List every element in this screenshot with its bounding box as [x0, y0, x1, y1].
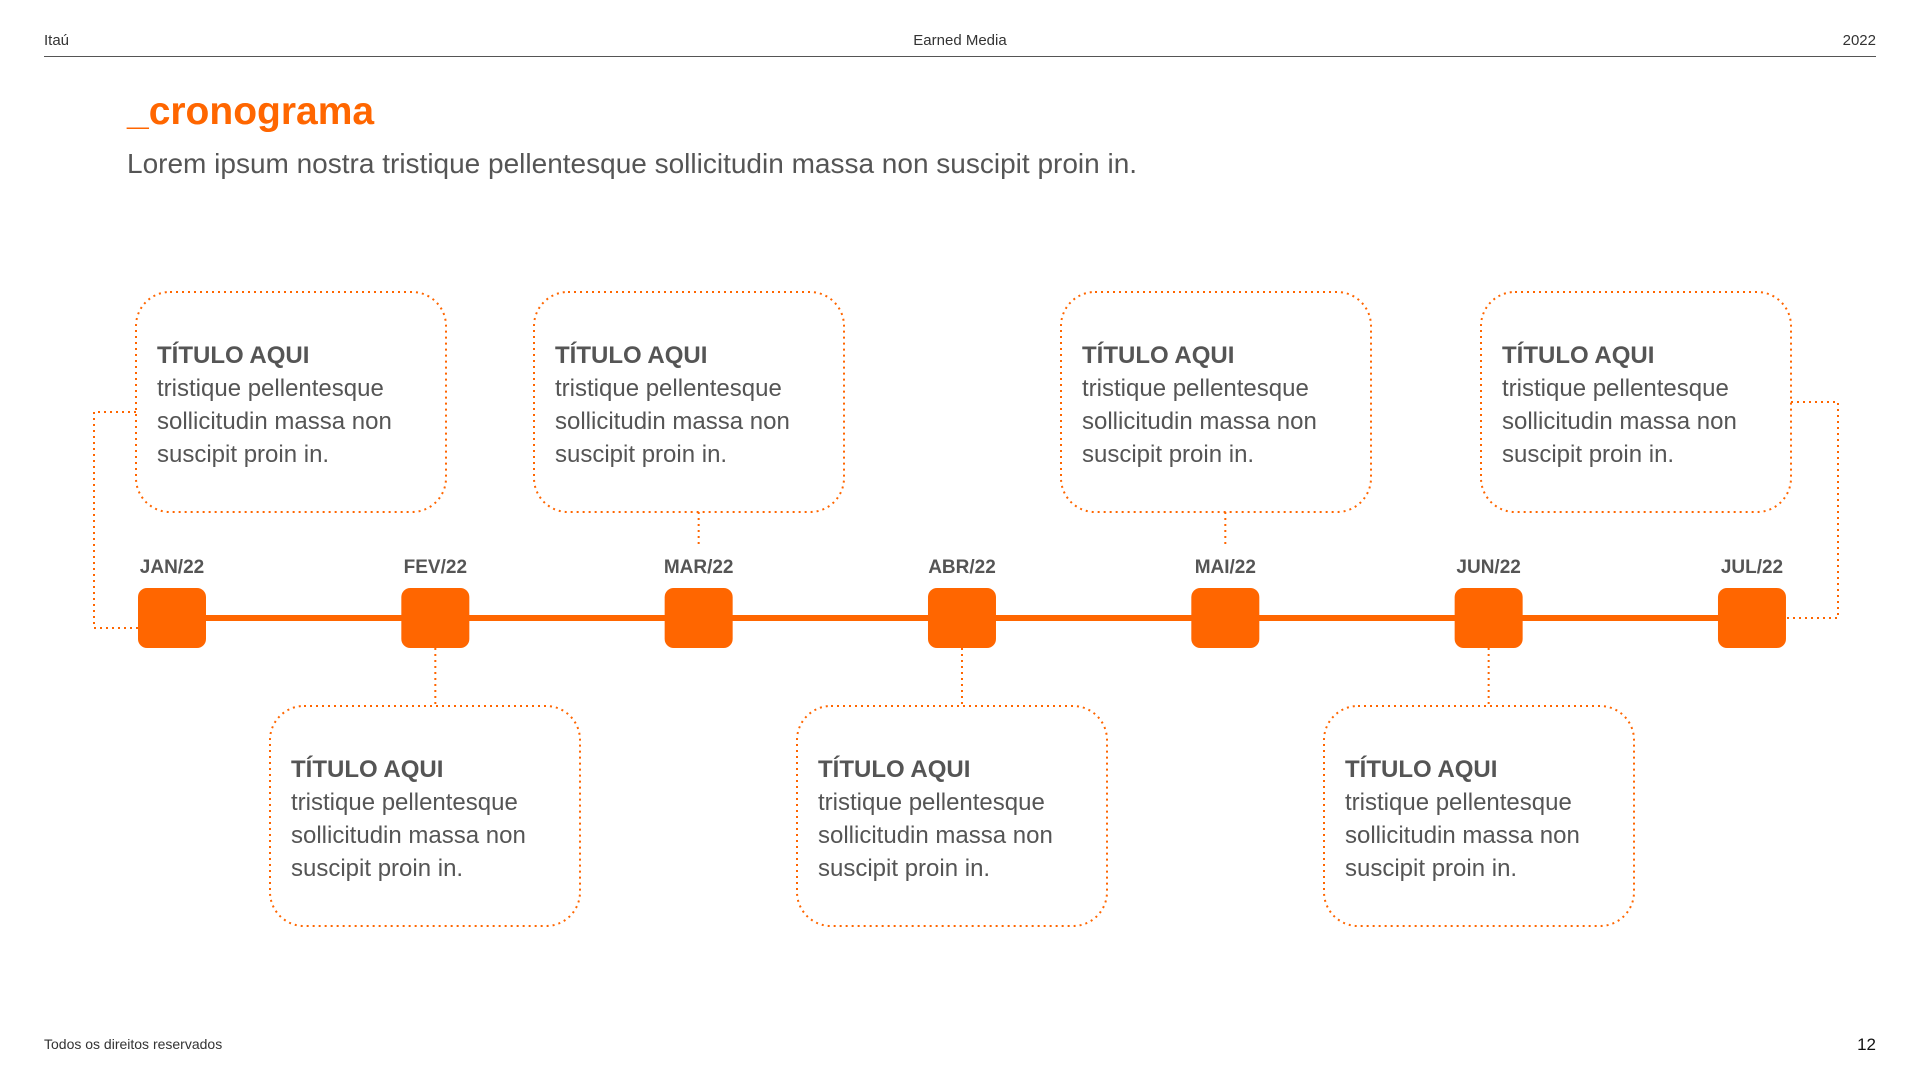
timeline-marker-1: [138, 588, 206, 648]
card-title: TÍTULO AQUI: [555, 342, 708, 369]
timeline-card-4: TÍTULO AQUI tristique pellentesque sollic…: [818, 753, 1068, 885]
card-frame-6: [1323, 705, 1635, 927]
card-body: tristique pellentesque sollicitudin mass…: [555, 375, 790, 468]
connectors: [93, 291, 1839, 927]
card-body: tristique pellentesque sollicitudin mass…: [1345, 789, 1580, 882]
card-frame-3: [533, 291, 845, 513]
card-body: tristique pellentesque sollicitudin mass…: [157, 375, 392, 468]
card-frame-5: [1060, 291, 1372, 513]
card-title: TÍTULO AQUI: [1345, 756, 1498, 783]
card-body: tristique pellentesque sollicitudin mass…: [291, 789, 526, 882]
markers: [138, 588, 1786, 648]
timeline-marker-5: [1191, 588, 1260, 648]
timeline-card-5: TÍTULO AQUI tristique pellentesque sollic…: [1082, 339, 1332, 471]
header-divider: [44, 56, 1876, 57]
card-title: TÍTULO AQUI: [818, 756, 971, 783]
footer-rights: Todos os direitos reservados: [44, 1036, 223, 1052]
month-label: ABR/22: [928, 557, 996, 578]
timeline-marker-3: [664, 588, 733, 648]
month-label: JUN/22: [1456, 557, 1521, 578]
page-title: _cronograma: [127, 90, 375, 133]
timeline-card-1: TÍTULO AQUI tristique pellentesque sollic…: [157, 339, 407, 471]
timeline-marker-6: [1454, 588, 1523, 648]
card-title: TÍTULO AQUI: [291, 756, 444, 783]
page-subtitle: Lorem ipsum nostra tristique pellentesqu…: [127, 148, 1138, 179]
timeline-marker-2: [401, 588, 470, 648]
card-title: TÍTULO AQUI: [1502, 342, 1655, 369]
timeline-card-3: TÍTULO AQUI tristique pellentesque sollic…: [555, 339, 805, 471]
header-year: 2022: [1842, 32, 1876, 49]
timeline-marker-7: [1717, 588, 1786, 648]
card-body: tristique pellentesque sollicitudin mass…: [818, 789, 1053, 882]
card-title: TÍTULO AQUI: [1082, 342, 1235, 369]
card-title: TÍTULO AQUI: [157, 342, 310, 369]
connector-7: [1786, 401, 1839, 619]
card-frame-2: [269, 705, 581, 927]
timeline-card-6: TÍTULO AQUI tristique pellentesque sollic…: [1345, 753, 1595, 885]
timeline-marker-4: [927, 588, 996, 648]
card-body: tristique pellentesque sollicitudin mass…: [1502, 375, 1737, 468]
month-label: MAR/22: [663, 557, 734, 578]
month-label: JUL/22: [1720, 557, 1784, 578]
card-frame-1: [135, 291, 447, 513]
month-label: JAN/22: [139, 557, 205, 578]
month-label: FEV/22: [403, 557, 468, 578]
card-frame-7: [1480, 291, 1792, 513]
card-frame-4: [796, 705, 1108, 927]
timeline-card-2: TÍTULO AQUI tristique pellentesque sollic…: [291, 753, 541, 885]
connector-1: [93, 411, 138, 629]
month-label: MAI/22: [1194, 557, 1256, 578]
header-section: Earned Media: [913, 32, 1007, 49]
timeline-card-7: TÍTULO AQUI tristique pellentesque sollic…: [1502, 339, 1752, 471]
header-brand: Itaú: [44, 32, 70, 49]
card-body: tristique pellentesque sollicitudin mass…: [1082, 375, 1317, 468]
page-number: 12: [1857, 1035, 1876, 1054]
